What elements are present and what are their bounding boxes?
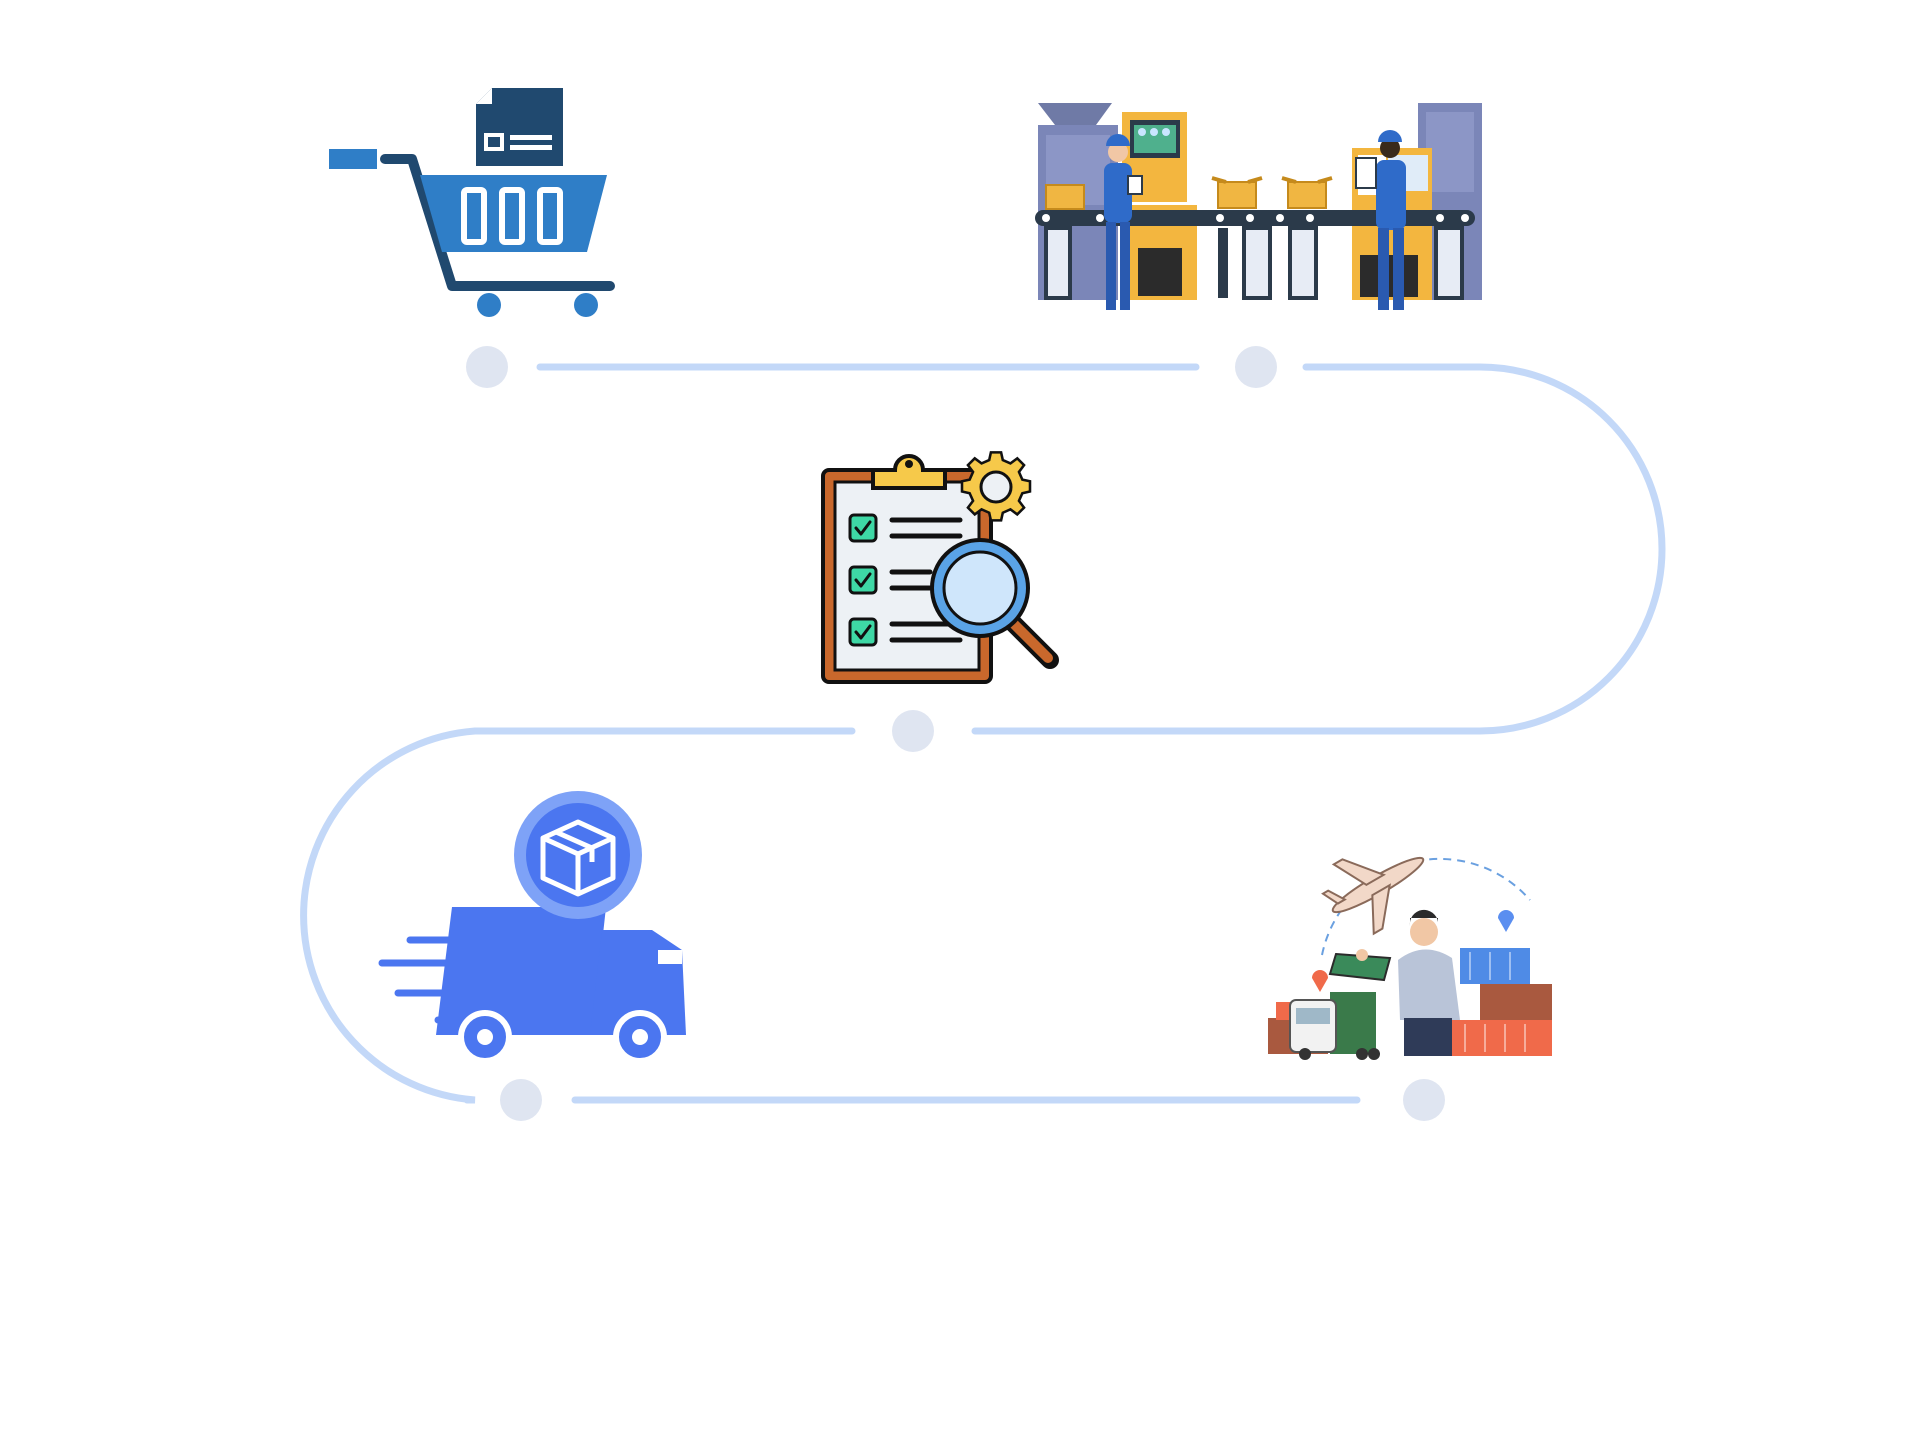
quality-checklist-icon [821,451,1059,684]
step-nodes [466,346,1445,1121]
step-node-delivery[interactable] [500,1079,542,1121]
step-node-logistics[interactable] [1403,1079,1445,1121]
shopping-cart-icon [329,88,615,317]
step-node-quality-check[interactable] [892,710,934,752]
step-node-order[interactable] [466,346,508,388]
process-track [300,363,1666,1104]
track-segment-2 [971,363,1666,735]
delivery-truck-icon [378,791,686,1064]
track-segment-3 [300,727,856,1104]
factory-production-line-icon [1035,103,1482,310]
global-logistics-icon [1268,856,1552,1060]
step-node-manufacturing[interactable] [1235,346,1277,388]
